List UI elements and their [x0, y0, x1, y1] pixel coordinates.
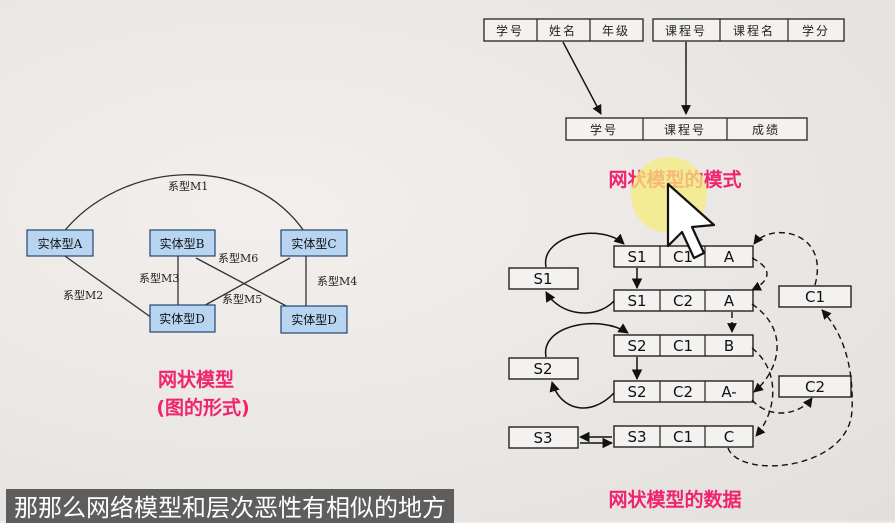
enroll-field-1: 课程号: [664, 122, 706, 137]
record-cell: A-: [721, 383, 736, 401]
course-field-0: 课程号: [665, 23, 707, 38]
student-s2-label: S2: [533, 360, 552, 378]
student-field-1: 姓名: [549, 23, 577, 38]
edge-m1: [61, 174, 307, 235]
edge-m5: [199, 257, 291, 309]
relation-label-m5: 系型M5: [222, 292, 262, 306]
course-c1-label: C1: [805, 288, 825, 306]
edge-m6: [195, 257, 291, 309]
entity-label-d1: 实体型D: [159, 311, 205, 326]
record-cell: A: [724, 248, 735, 266]
enroll-record-type: 学号 课程号 成绩: [565, 117, 808, 141]
course-field-2: 学分: [802, 23, 830, 38]
entity-label-d2: 实体型D: [291, 312, 337, 327]
mouse-cursor-icon: [631, 157, 716, 260]
instance-caption: 网状模型的数据: [608, 488, 741, 511]
record-cell: C1: [673, 248, 693, 266]
course-chain-links: [727, 232, 853, 467]
relation-label-m1: 系型M1: [168, 179, 208, 193]
student-s1-label: S1: [533, 270, 552, 288]
record-cell: S1: [627, 248, 646, 266]
record-cell: S3: [627, 428, 646, 446]
schema-diagram: 学号 姓名 年级 课程号 课程名 学分 学号 课程号 成绩 网状模型的模式: [483, 18, 845, 191]
instance-diagram: S1 S2 S3 C1 C2 S1 C1 A: [508, 232, 853, 511]
record-row: S2 C1 B: [613, 334, 754, 357]
record-cell: C: [724, 428, 734, 446]
network-graph: 实体型A 实体型B 实体型C 实体型D 实体型D 系型M1 系型M2 系型M3 …: [26, 174, 357, 419]
course-c2-box: C2: [778, 375, 852, 398]
relation-label-m2: 系型M2: [63, 288, 103, 302]
record-cell: B: [724, 337, 734, 355]
entity-node-c: 实体型C: [280, 229, 348, 257]
record-row: S1 C1 A: [613, 245, 754, 268]
record-cell: C2: [673, 292, 693, 310]
edge-m2: [61, 253, 153, 319]
student-s1-box: S1: [508, 267, 579, 290]
record-cell: C1: [673, 337, 693, 355]
course-field-1: 课程名: [733, 23, 775, 38]
enroll-field-0: 学号: [590, 122, 618, 137]
student-field-0: 学号: [496, 23, 524, 38]
record-row: S2 C2 A-: [613, 380, 754, 403]
entity-label-b: 实体型B: [160, 236, 205, 251]
entity-node-d1: 实体型D: [149, 304, 216, 333]
student-s3-box: S3: [508, 426, 579, 449]
student-s3-label: S3: [533, 429, 552, 447]
enroll-field-2: 成绩: [752, 123, 780, 137]
record-cell: C1: [673, 428, 693, 446]
record-cell: S2: [627, 383, 646, 401]
record-row: S1 C2 A: [613, 289, 754, 312]
entity-node-a: 实体型A: [26, 229, 94, 257]
entity-node-d2: 实体型D: [280, 305, 348, 334]
course-c1-box: C1: [778, 285, 852, 308]
relation-label-m3: 系型M3: [139, 271, 179, 285]
record-cell: S2: [627, 337, 646, 355]
course-c2-label: C2: [805, 378, 825, 396]
entity-label-c: 实体型C: [291, 236, 336, 251]
record-cell: A: [724, 292, 735, 310]
entity-label-a: 实体型A: [38, 236, 83, 251]
student-chain-links: [545, 232, 643, 449]
student-field-2: 年级: [602, 24, 630, 38]
record-row: S3 C1 C: [613, 425, 754, 448]
relation-label-m6: 系型M6: [218, 251, 258, 265]
student-s2-box: S2: [508, 357, 579, 380]
schema-link-student: [562, 41, 602, 115]
student-record-type: 学号 姓名 年级: [483, 18, 644, 42]
video-subtitle: 那那么网络模型和层次恶性有相似的地方: [6, 489, 454, 523]
graph-caption-line1: 网状模型: [158, 368, 234, 391]
course-record-type: 课程号 课程名 学分: [652, 18, 845, 42]
relation-label-m4: 系型M4: [317, 274, 357, 288]
entity-node-b: 实体型B: [149, 229, 216, 257]
record-cell: S1: [627, 292, 646, 310]
record-cell: C2: [673, 383, 693, 401]
graph-caption-line2: (图的形式): [156, 396, 249, 419]
